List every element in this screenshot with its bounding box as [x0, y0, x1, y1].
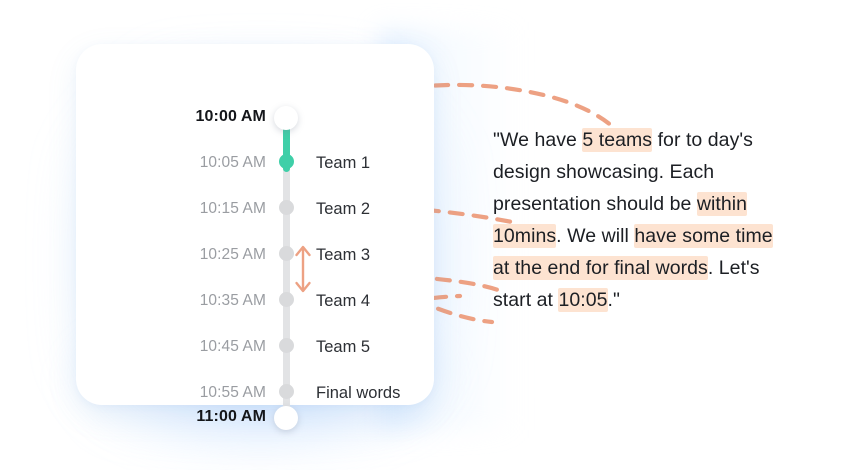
timeline-time-1: 10:05 AM: [199, 154, 266, 171]
timeline-dot-6[interactable]: [279, 384, 294, 399]
timeline-dot-5[interactable]: [279, 338, 294, 353]
timeline-time-6: 10:55 AM: [199, 384, 266, 401]
quote-segment-2: for to day's design showcasing. Each pre…: [493, 129, 753, 215]
timeline-dot-3[interactable]: [279, 246, 294, 261]
timeline-dot-1[interactable]: [279, 154, 294, 169]
timeline-time-4: 10:35 AM: [199, 292, 266, 309]
quote-segment-6: . Let's start at: [493, 257, 760, 311]
transcript-quote-text: "We have 5 teams for to day's design sho…: [493, 124, 793, 316]
timeline-start-time: 10:00 AM: [195, 108, 266, 125]
quote-segment-4: . We will: [556, 225, 635, 247]
schedule-card: 10:00 AM 10:05 AM Team 1 10:15 AM Team 2…: [76, 44, 434, 430]
transcript-quote-panel: "We have 5 teams for to day's design sho…: [493, 124, 793, 316]
timeline-end-marker: [274, 406, 298, 430]
timeline-rail-progress: [283, 120, 290, 172]
timeline-label-team-2[interactable]: Team 2: [316, 200, 371, 218]
timeline-label-team-3[interactable]: Team 3: [316, 246, 371, 264]
timeline-label-team-5[interactable]: Team 5: [316, 338, 371, 356]
timeline-end-time: 11:00 AM: [196, 408, 266, 425]
quote-segment-8: .": [607, 289, 620, 311]
timeline-dot-4[interactable]: [279, 292, 294, 307]
timeline-rail: [283, 120, 290, 418]
timeline-time-3: 10:25 AM: [199, 246, 266, 263]
timeline-label-final-words[interactable]: Final words: [316, 384, 401, 402]
timeline-time-2: 10:15 AM: [199, 200, 266, 217]
timeline-label-team-4[interactable]: Team 4: [316, 292, 371, 310]
quote-highlight-7: 10:05: [558, 288, 608, 312]
quote-highlight-1: 5 teams: [582, 128, 653, 152]
timeline-dot-2[interactable]: [279, 200, 294, 215]
timeline-start-marker: [274, 106, 298, 130]
timeline-time-5: 10:45 AM: [199, 338, 266, 355]
quote-segment-0: "We have: [493, 129, 583, 151]
duration-double-arrow-icon: [295, 245, 311, 293]
timeline-label-team-1[interactable]: Team 1: [316, 154, 371, 172]
